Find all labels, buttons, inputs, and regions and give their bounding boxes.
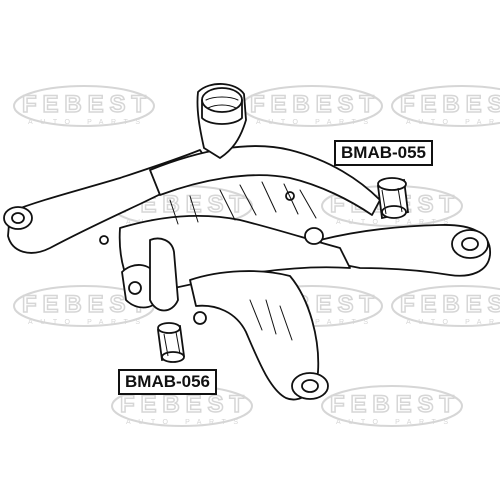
svg-text:AUTO PARTS: AUTO PARTS [256, 119, 368, 126]
svg-text:AUTO PARTS: AUTO PARTS [126, 419, 238, 426]
svg-text:FEBEST: FEBEST [330, 391, 454, 418]
svg-text:FEBEST: FEBEST [120, 391, 244, 418]
bushing-bmab-056 [156, 322, 186, 363]
rear-subframe [3, 83, 491, 401]
svg-text:FEBEST: FEBEST [250, 91, 374, 118]
svg-text:FEBEST: FEBEST [22, 91, 146, 118]
part-label-bmab-056: BMAB-056 [118, 369, 218, 395]
svg-text:AUTO PARTS: AUTO PARTS [28, 119, 140, 126]
part-label-bmab-055: BMAB-055 [334, 140, 434, 166]
svg-text:AUTO PARTS: AUTO PARTS [336, 419, 448, 426]
svg-text:AUTO PARTS: AUTO PARTS [28, 319, 140, 326]
bushing-bmab-055 [377, 177, 409, 220]
svg-text:FEBEST: FEBEST [400, 91, 500, 118]
svg-text:FEBEST: FEBEST [400, 291, 500, 318]
